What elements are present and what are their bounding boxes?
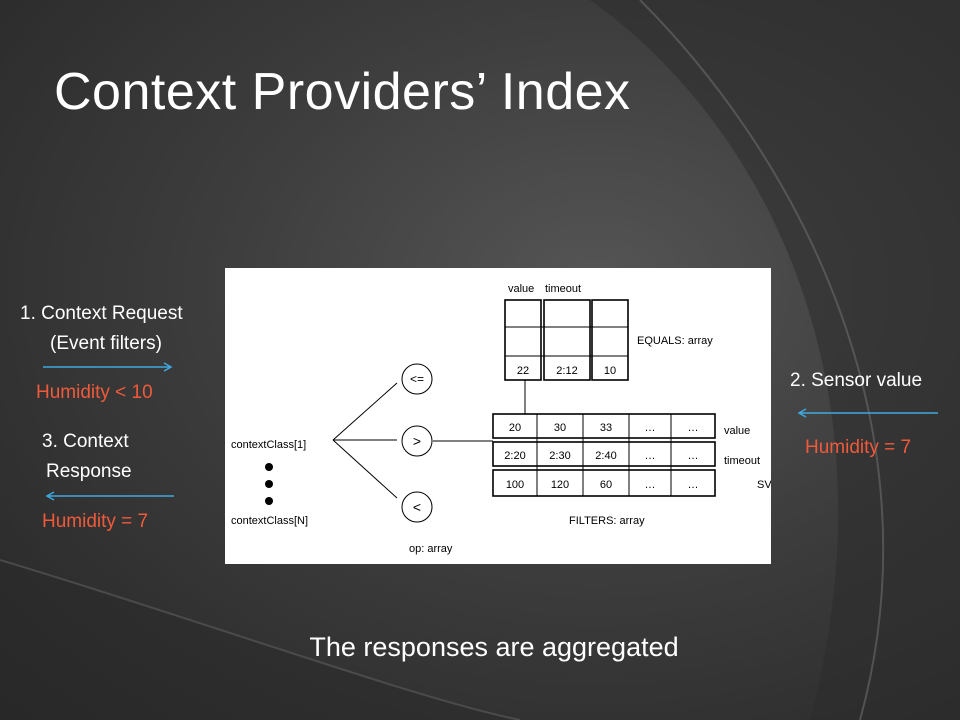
context-class-first: contextClass[1] bbox=[231, 439, 306, 451]
op-le-circle bbox=[401, 363, 433, 395]
filters-cell: 2:30 bbox=[549, 450, 570, 462]
diagram-panel bbox=[225, 268, 771, 564]
equals-array-label: EQUALS: array bbox=[637, 335, 713, 347]
filters-cell: 2:20 bbox=[504, 450, 525, 462]
filters-cell: 20 bbox=[509, 422, 521, 434]
filters-row-label: timeout bbox=[724, 455, 760, 467]
equals-cell: 2:12 bbox=[556, 365, 577, 377]
event-filters-label: (Event filters) bbox=[50, 333, 162, 354]
sensor-arrow-icon bbox=[797, 408, 938, 418]
filters-cell: 60 bbox=[600, 479, 612, 491]
slide-title: Context Providers’ Index bbox=[54, 63, 631, 121]
filters-cell: … bbox=[645, 422, 656, 434]
filters-cell: … bbox=[645, 479, 656, 491]
sensor-humidity-value: Humidity = 7 bbox=[805, 437, 912, 458]
context-response-label: 3. Context bbox=[42, 431, 129, 452]
response-humidity-value: Humidity = 7 bbox=[42, 511, 149, 532]
context-request-label: 1. Context Request bbox=[20, 303, 183, 324]
filters-row-label: SV bbox=[757, 479, 771, 491]
filters-row-label: value bbox=[724, 425, 750, 437]
op-array-label: op: array bbox=[409, 543, 453, 555]
equals-cell: 10 bbox=[604, 365, 616, 377]
filters-array-label: FILTERS: array bbox=[569, 515, 645, 527]
context-class-last: contextClass[N] bbox=[231, 515, 308, 527]
connector-line bbox=[332, 439, 398, 499]
filters-cell: … bbox=[688, 479, 699, 491]
op-gt-circle bbox=[401, 425, 433, 457]
filters-cell: 120 bbox=[551, 479, 569, 491]
filters-cell: … bbox=[688, 450, 699, 462]
filters-cell: … bbox=[645, 450, 656, 462]
equals-header-timeout: timeout bbox=[545, 283, 581, 295]
op-lt-label: < bbox=[413, 499, 421, 515]
op-lt-circle bbox=[401, 491, 433, 523]
filters-cell: 100 bbox=[506, 479, 524, 491]
context-response-label-2: Response bbox=[46, 461, 132, 482]
filters-cell: 30 bbox=[554, 422, 566, 434]
op-le-label: <= bbox=[410, 372, 424, 386]
filters-cell: 2:40 bbox=[595, 450, 616, 462]
ellipsis-dot bbox=[265, 463, 273, 471]
filters-cell: 33 bbox=[600, 422, 612, 434]
index-diagram: contextClass[1] contextClass[N] <= > < o… bbox=[225, 268, 771, 564]
request-humidity-value: Humidity < 10 bbox=[36, 382, 153, 403]
equals-cell: 22 bbox=[517, 365, 529, 377]
sensor-value-label: 2. Sensor value bbox=[790, 370, 923, 391]
connector-line bbox=[332, 382, 398, 441]
response-arrow-icon bbox=[45, 491, 174, 501]
equals-header-value: value bbox=[508, 283, 534, 295]
equals-table bbox=[504, 299, 629, 381]
filters-table bbox=[492, 413, 716, 497]
ellipsis-dot bbox=[265, 497, 273, 505]
filters-cell: … bbox=[688, 422, 699, 434]
ellipsis-dot bbox=[265, 480, 273, 488]
op-gt-label: > bbox=[413, 433, 421, 449]
footer-caption: The responses are aggregated bbox=[309, 632, 679, 662]
request-arrow-icon bbox=[43, 362, 173, 372]
